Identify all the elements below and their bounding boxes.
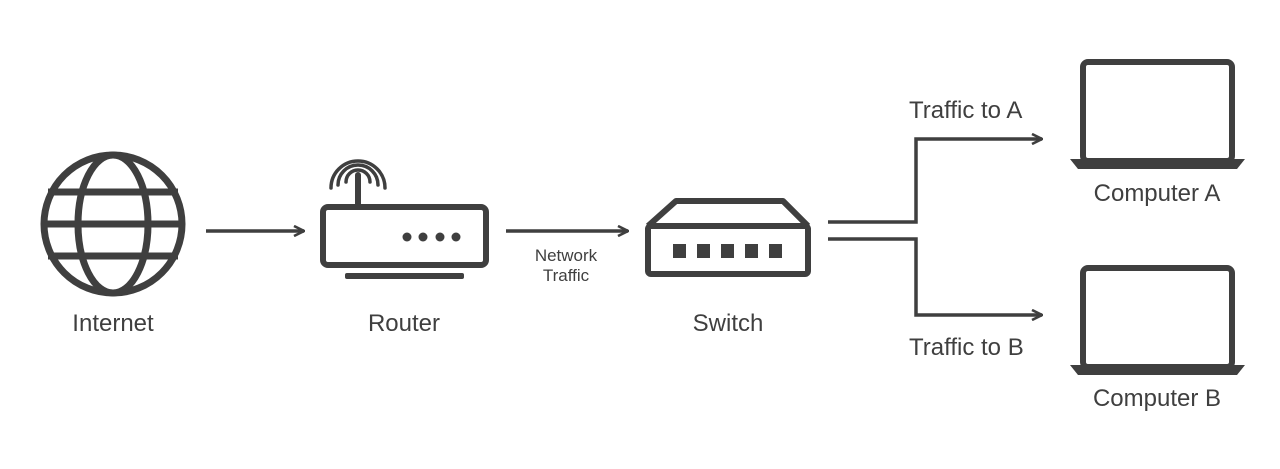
network-traffic-label-line1: Network: [534, 246, 598, 265]
switch-to-computer-b-arrow: [828, 237, 1042, 315]
traffic-to-b-label: Traffic to B: [909, 334, 1024, 361]
traffic-to-a-label: Traffic to A: [909, 97, 1023, 124]
network-traffic-label-line2: Traffic: [542, 266, 590, 285]
router-icon: [320, 159, 489, 279]
laptop-icon: [1070, 59, 1245, 169]
globe-icon: [40, 151, 186, 297]
router-label: Router: [367, 310, 441, 337]
switch-to-computer-a-arrow: [828, 139, 1042, 224]
internet-label: Internet: [72, 310, 154, 337]
computer-a-label: Computer A: [1093, 180, 1221, 207]
switch-label: Switch: [692, 310, 764, 337]
network-switch-icon: [645, 198, 811, 277]
laptop-icon: [1070, 265, 1245, 375]
computer-b-label: Computer B: [1092, 385, 1222, 412]
network-traffic-label: Network Traffic: [535, 246, 597, 286]
